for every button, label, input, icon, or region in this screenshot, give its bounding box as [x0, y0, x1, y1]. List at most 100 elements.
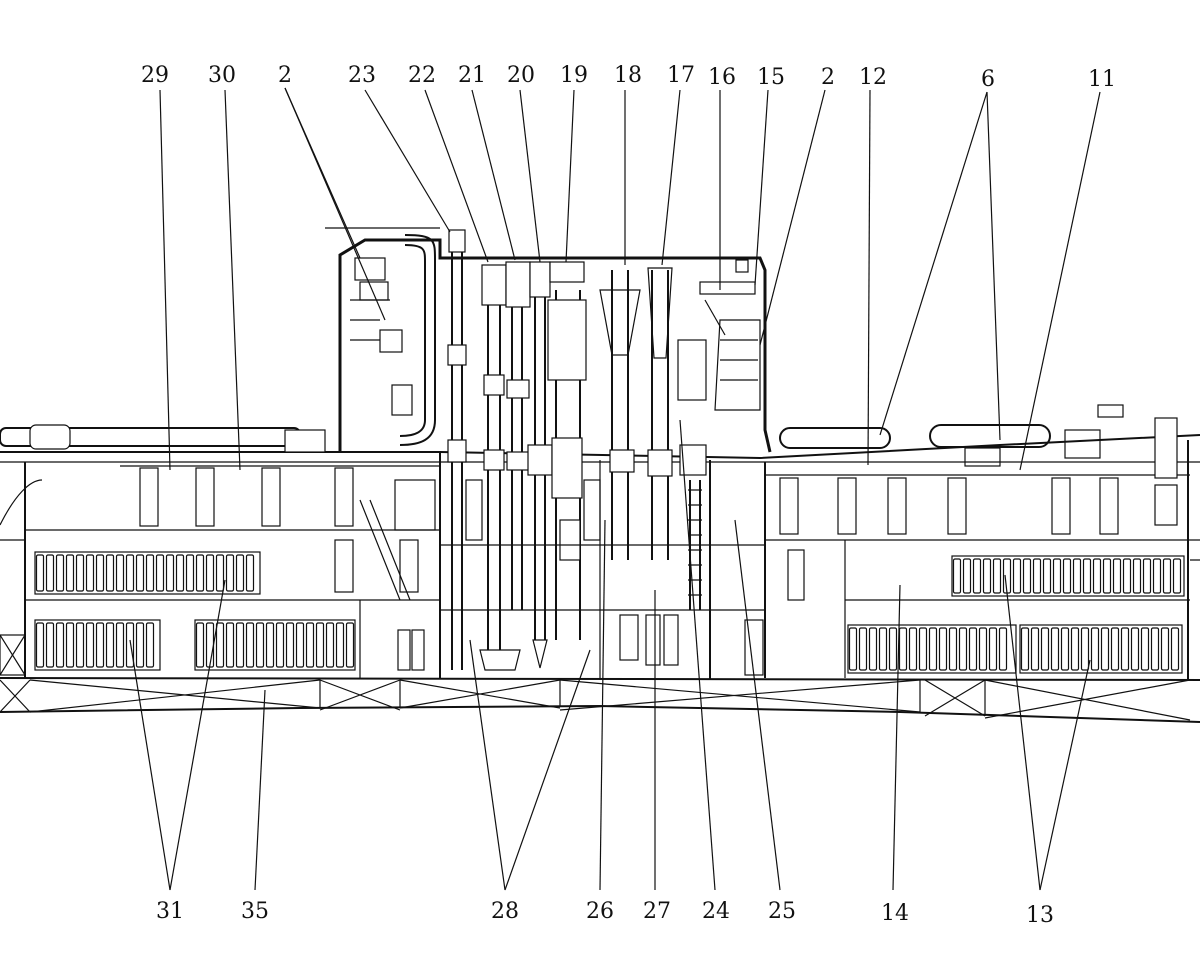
battery-cell — [125, 622, 135, 668]
battery-cell — [1080, 627, 1090, 671]
battery-cell — [928, 627, 938, 671]
battery-cell — [898, 627, 908, 671]
battery-cell — [115, 622, 125, 668]
battery-cell — [948, 627, 958, 671]
battery-cell — [1032, 558, 1042, 594]
label-top-17: 17 — [667, 63, 695, 88]
label-bottom-26: 26 — [586, 899, 614, 924]
battery-cell — [35, 554, 45, 592]
battery-cell — [45, 554, 55, 592]
battery-cell — [175, 554, 185, 592]
battery-cell — [958, 627, 968, 671]
battery-cell — [135, 554, 145, 592]
battery-cell — [75, 622, 85, 668]
battery-cell — [235, 554, 245, 592]
battery-cell — [952, 558, 962, 594]
battery-cell — [1160, 627, 1170, 671]
battery-cell — [235, 622, 245, 668]
battery-cell — [105, 622, 115, 668]
label-top-18: 18 — [614, 63, 642, 88]
battery-cell — [878, 627, 888, 671]
battery-cell — [255, 622, 265, 668]
label-top-2: 2 — [278, 63, 292, 88]
battery-cell — [1102, 558, 1112, 594]
battery-cell — [1100, 627, 1110, 671]
label-bottom-24: 24 — [702, 899, 730, 924]
battery-cell — [1140, 627, 1150, 671]
battery-cell — [1122, 558, 1132, 594]
battery-cell — [938, 627, 948, 671]
battery-cell — [992, 558, 1002, 594]
label-top-16: 16 — [708, 65, 736, 90]
battery-cell — [335, 622, 345, 668]
battery-cell — [205, 622, 215, 668]
forward-section — [765, 404, 1200, 680]
label-top-30: 30 — [208, 63, 236, 88]
callout-labels: 29 30 2 23 22 21 20 19 18 17 16 15 2 12 … — [141, 63, 1116, 928]
battery-cell — [918, 627, 928, 671]
label-bottom-31: 31 — [156, 899, 184, 924]
battery-cell — [315, 622, 325, 668]
battery-cell — [85, 622, 95, 668]
battery-cell — [55, 622, 65, 668]
battery-cell — [1020, 627, 1030, 671]
battery-cell — [982, 558, 992, 594]
battery-cell — [888, 627, 898, 671]
label-top-20: 20 — [507, 63, 535, 88]
battery-cell — [265, 622, 275, 668]
battery-cell — [1082, 558, 1092, 594]
battery-cell — [1060, 627, 1070, 671]
battery-cell — [968, 627, 978, 671]
battery-cell — [215, 622, 225, 668]
battery-banks — [34, 551, 1185, 674]
battery-cell — [848, 627, 858, 671]
aft-section — [0, 424, 441, 678]
battery-cell — [1072, 558, 1082, 594]
battery-cell — [65, 554, 75, 592]
battery-cell — [1162, 558, 1172, 594]
battery-cell — [1040, 627, 1050, 671]
label-bottom-13: 13 — [1026, 903, 1054, 928]
label-top-12: 12 — [859, 65, 887, 90]
battery-cell — [1132, 558, 1142, 594]
label-top-2b: 2 — [821, 65, 835, 90]
battery-bank — [34, 551, 261, 595]
battery-cell — [225, 622, 235, 668]
battery-cell — [245, 554, 255, 592]
battery-cell — [1070, 627, 1080, 671]
battery-cell — [165, 554, 175, 592]
battery-cell — [145, 554, 155, 592]
battery-cell — [155, 554, 165, 592]
battery-cell — [345, 622, 355, 668]
battery-cell — [115, 554, 125, 592]
battery-cell — [135, 622, 145, 668]
battery-cell — [55, 554, 65, 592]
battery-cell — [1170, 627, 1180, 671]
battery-bank — [1019, 624, 1183, 674]
battery-bank — [194, 619, 356, 671]
battery-cell — [1090, 627, 1100, 671]
battery-cell — [962, 558, 972, 594]
label-bottom-27: 27 — [643, 899, 671, 924]
battery-cell — [908, 627, 918, 671]
battery-cell — [998, 627, 1008, 671]
label-top-23: 23 — [348, 63, 376, 88]
masts — [447, 229, 707, 670]
battery-cell — [988, 627, 998, 671]
battery-bank — [34, 619, 161, 671]
battery-bank — [951, 555, 1185, 597]
label-top-19: 19 — [560, 63, 588, 88]
battery-cell — [1152, 558, 1162, 594]
battery-cell — [295, 622, 305, 668]
battery-cell — [195, 554, 205, 592]
battery-cell — [125, 554, 135, 592]
battery-cell — [285, 622, 295, 668]
battery-cell — [185, 554, 195, 592]
battery-cell — [225, 554, 235, 592]
battery-cell — [85, 554, 95, 592]
battery-cell — [1172, 558, 1182, 594]
leader-lines — [129, 87, 1101, 891]
battery-cell — [1150, 627, 1160, 671]
label-bottom-35: 35 — [241, 899, 269, 924]
control-room — [397, 460, 766, 680]
